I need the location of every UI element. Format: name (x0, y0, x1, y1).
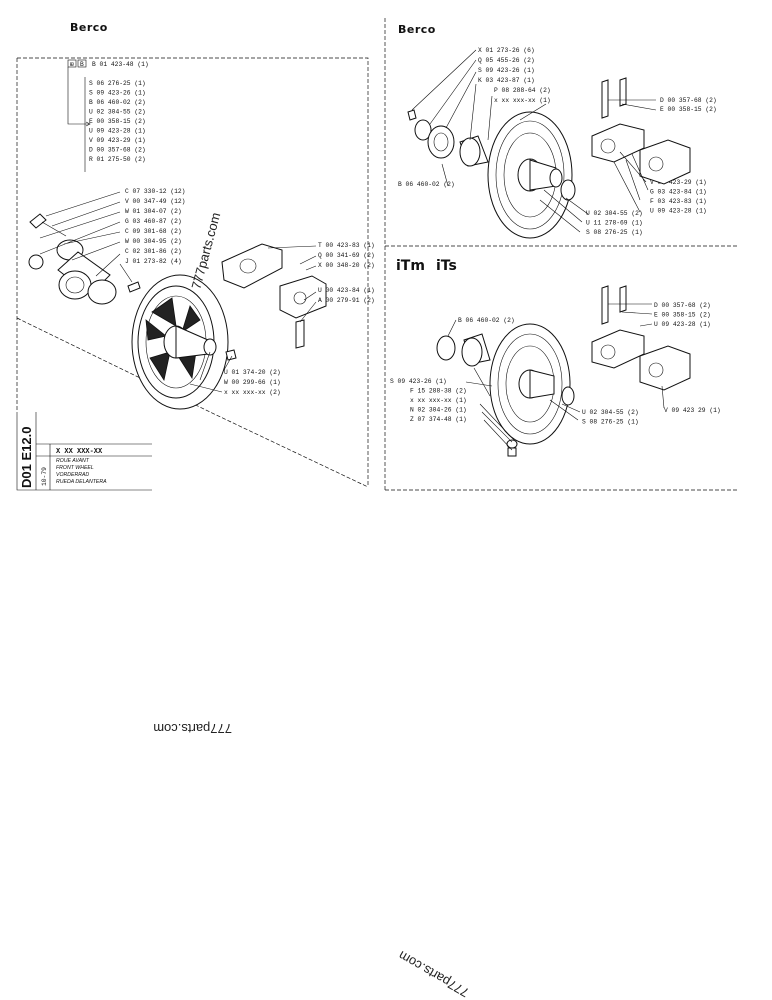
right-callouts: T 00 423-83 (1) Q 00 341-69 (2) X 00 348-2… (318, 242, 375, 304)
kit-item: U 02 304-55 (2) (89, 109, 146, 116)
kit-item: B 06 460-02 (2) (89, 99, 146, 106)
rt-block-callouts: V 09 423-29 (1) G 03 423-84 (1) F 03 423-8… (650, 179, 707, 215)
drawing-date: 10-79 (41, 467, 48, 486)
rt-callout-top: x xx xxx-xx (1) (494, 97, 551, 104)
rt-callout-pin: E 00 358-15 (2) (660, 106, 717, 113)
lower-callouts: U 01 374-20 (2) W 00 299-66 (1) x xx xxx-x… (224, 369, 281, 396)
callout-upper: G 03 460-87 (2) (125, 218, 182, 225)
rt-callout-top: Q 05 455-26 (2) (478, 57, 535, 64)
rb-callout-pin: U 09 423-28 (1) (654, 321, 711, 328)
rt-bottom-callouts: U 02 304-55 (2) U 11 278-69 (1) S 08 276-2… (586, 210, 643, 236)
watermark-middle: 777parts.com (153, 721, 232, 736)
kit-item: S 06 276-25 (1) (89, 80, 146, 87)
callout-upper: W 00 304-95 (2) (125, 238, 182, 245)
rt-callout-block: V 09 423-29 (1) (650, 179, 707, 186)
kit-item: D 00 357-68 (2) (89, 147, 146, 154)
callout-lower: x xx xxx-xx (2) (224, 389, 281, 396)
title-part-number: X XX XXX-XX (56, 448, 103, 456)
title-name: VORDERRAD (56, 472, 89, 478)
callout-upper: C 07 330-12 (12) (125, 188, 185, 195)
callout-upper: V 00 347-49 (12) (125, 198, 185, 205)
callout-right: Q 00 341-69 (2) (318, 252, 375, 259)
left-watermark: 777parts.com (188, 211, 223, 291)
rb-right-callouts: U 02 304-55 (2) S 08 276-25 (1) (582, 409, 639, 426)
assembly-ref: B 01 423-48 (1) (92, 61, 149, 68)
rb-callout-pin: E 00 358-15 (2) (654, 312, 711, 319)
callout-right: U 00 423-84 (1) (318, 287, 375, 294)
callout-right: A 00 279-91 (2) (318, 297, 375, 304)
rt-pin-callouts: D 00 357-68 (2) E 00 358-15 (2) (660, 97, 717, 113)
callout-upper: C 09 301-68 (2) (125, 228, 182, 235)
svg-text:⊞: ⊞ (70, 61, 74, 68)
rt-callout-top: K 03 423-87 (1) (478, 77, 535, 84)
kit-list: S 06 276-25 (1) S 09 423-26 (1) B 06 460-0… (89, 80, 146, 163)
title-name: RUEDA DELANTERA (56, 479, 107, 485)
rt-callout-top: P 08 288-64 (2) (494, 87, 551, 94)
left-panel: Berco ⊞ B B 01 423-48 (1) S 06 276-25 (1… (16, 21, 375, 491)
svg-text:B: B (80, 61, 84, 68)
drawing-code: D01 E12.0 (19, 427, 34, 488)
rb-callout-left: x xx xxx-xx (1) (410, 397, 467, 404)
rt-left-label: B 06 460-02 (2) (398, 181, 455, 188)
rb-callout-pin: D 00 357-68 (2) (654, 302, 711, 309)
kit-item: R 01 275-50 (2) (89, 156, 146, 163)
rt-callout-bottom: S 08 276-25 (1) (586, 229, 643, 236)
upper-callouts: C 07 330-12 (12) V 00 347-49 (12) W 01 304… (125, 188, 185, 265)
callout-upper: J 01 273-82 (4) (125, 258, 182, 265)
rb-pin-callouts: D 00 357-68 (2) E 00 358-15 (2) U 09 423-2… (654, 302, 711, 328)
callout-upper: W 01 304-07 (2) (125, 208, 182, 215)
rt-callout-bottom: U 02 304-55 (2) (586, 210, 643, 217)
rb-block-label: V 09 423 29 (1) (664, 407, 721, 414)
kit-item: V 09 423-29 (1) (89, 137, 146, 144)
callout-lower: W 00 299-66 (1) (224, 379, 281, 386)
rb-callout-left: S 09 423-26 (1) (390, 378, 447, 385)
rb-top-label: B 06 460-02 (2) (458, 317, 515, 324)
callout-right: X 00 348-20 (2) (318, 262, 375, 269)
rt-callout-top: X 01 273-26 (6) (478, 47, 535, 54)
title-name: FRONT WHEEL (56, 465, 94, 471)
rb-logo: iTs (436, 258, 457, 274)
rb-callout-right: S 08 276-25 (1) (582, 419, 639, 426)
right-brand: Berco (398, 23, 436, 36)
rt-callout-block: F 03 423-83 (1) (650, 198, 707, 205)
callout-upper: C 02 301-86 (2) (125, 248, 182, 255)
left-exploded-parts (28, 213, 327, 410)
callout-lower: U 01 374-20 (2) (224, 369, 281, 376)
watermark-bottom: 777parts.com (396, 948, 472, 1000)
kit-item: E 00 358-15 (2) (89, 118, 146, 125)
left-brand: Berco (70, 21, 108, 34)
rt-callout-block: U 09 423-28 (1) (650, 208, 707, 215)
rt-callout-bottom: U 11 278-69 (1) (586, 220, 643, 227)
rt-top-callouts: X 01 273-26 (6) Q 05 455-26 (2) S 09 423-2… (478, 47, 551, 104)
right-top-panel: Berco X 01 273-26 (6) Q 05 455-26 (2) S 09… (385, 23, 737, 247)
rt-callout-block: G 03 423-84 (1) (650, 189, 707, 196)
rt-callout-pin: D 00 357-68 (2) (660, 97, 717, 104)
rt-callout-top: S 09 423-26 (1) (478, 67, 535, 74)
rb-callout-left: F 15 288-38 (2) (410, 388, 467, 395)
rb-callout-right: U 02 304-55 (2) (582, 409, 639, 416)
rb-callout-left: Z 07 374-48 (1) (410, 416, 467, 423)
rb-logo: iTm (396, 258, 425, 274)
kit-item: S 09 423-26 (1) (89, 90, 146, 97)
kit-item: U 09 423-28 (1) (89, 128, 146, 135)
rb-callout-left: N 02 304-26 (1) (410, 407, 467, 414)
callout-right: T 00 423-83 (1) (318, 242, 375, 249)
rb-left-callouts: S 09 423-26 (1) F 15 288-38 (2) x xx xxx-x… (390, 378, 467, 423)
title-name: ROUE AVANT (56, 458, 90, 464)
